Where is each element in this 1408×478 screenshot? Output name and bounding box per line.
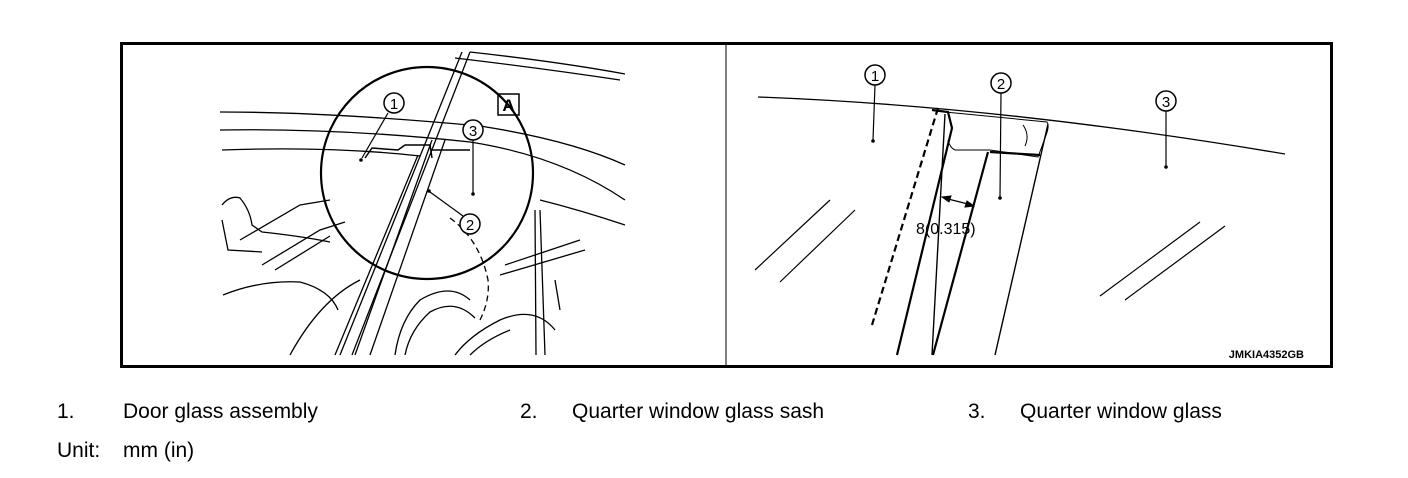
balloon-2-left: 2 [427, 189, 481, 235]
figure-code: JMKIA4352GB [1229, 349, 1304, 361]
service-diagram: A 1 3 2 [120, 42, 1333, 368]
unit-value: mm (in) [123, 439, 195, 462]
legend-text: Door glass assembly [123, 400, 318, 423]
legend-text: Quarter window glass [1020, 400, 1222, 423]
balloon-2-right: 2 [990, 72, 1012, 200]
legend-number: 3. [968, 400, 986, 423]
right-panel-drawing [754, 96, 1286, 356]
svg-text:3: 3 [469, 123, 477, 140]
balloon-3-right: 3 [1155, 90, 1177, 169]
svg-text:1: 1 [390, 96, 398, 113]
left-panel-drawing [219, 51, 626, 356]
svg-text:2: 2 [997, 76, 1005, 93]
legend-number: 1. [57, 400, 75, 423]
svg-text:2: 2 [466, 217, 474, 234]
callout-letter-a: A [502, 96, 514, 115]
sash-bracket [364, 144, 470, 159]
detail-circle-a [319, 65, 535, 281]
legend-text: Quarter window glass sash [572, 400, 825, 423]
svg-text:3: 3 [1162, 94, 1170, 111]
balloon-1-left: 1 [359, 92, 405, 162]
balloon-3-left: 3 [462, 119, 484, 196]
dimension-label: 8(0.315) [916, 221, 976, 238]
svg-text:1: 1 [871, 68, 879, 85]
balloon-1-right: 1 [864, 64, 886, 143]
unit-label: Unit: [57, 439, 101, 462]
legend-number: 2. [520, 400, 538, 423]
callout-box-a [497, 93, 520, 116]
figure-frame [120, 42, 1333, 368]
dimension-arrow [940, 195, 976, 208]
